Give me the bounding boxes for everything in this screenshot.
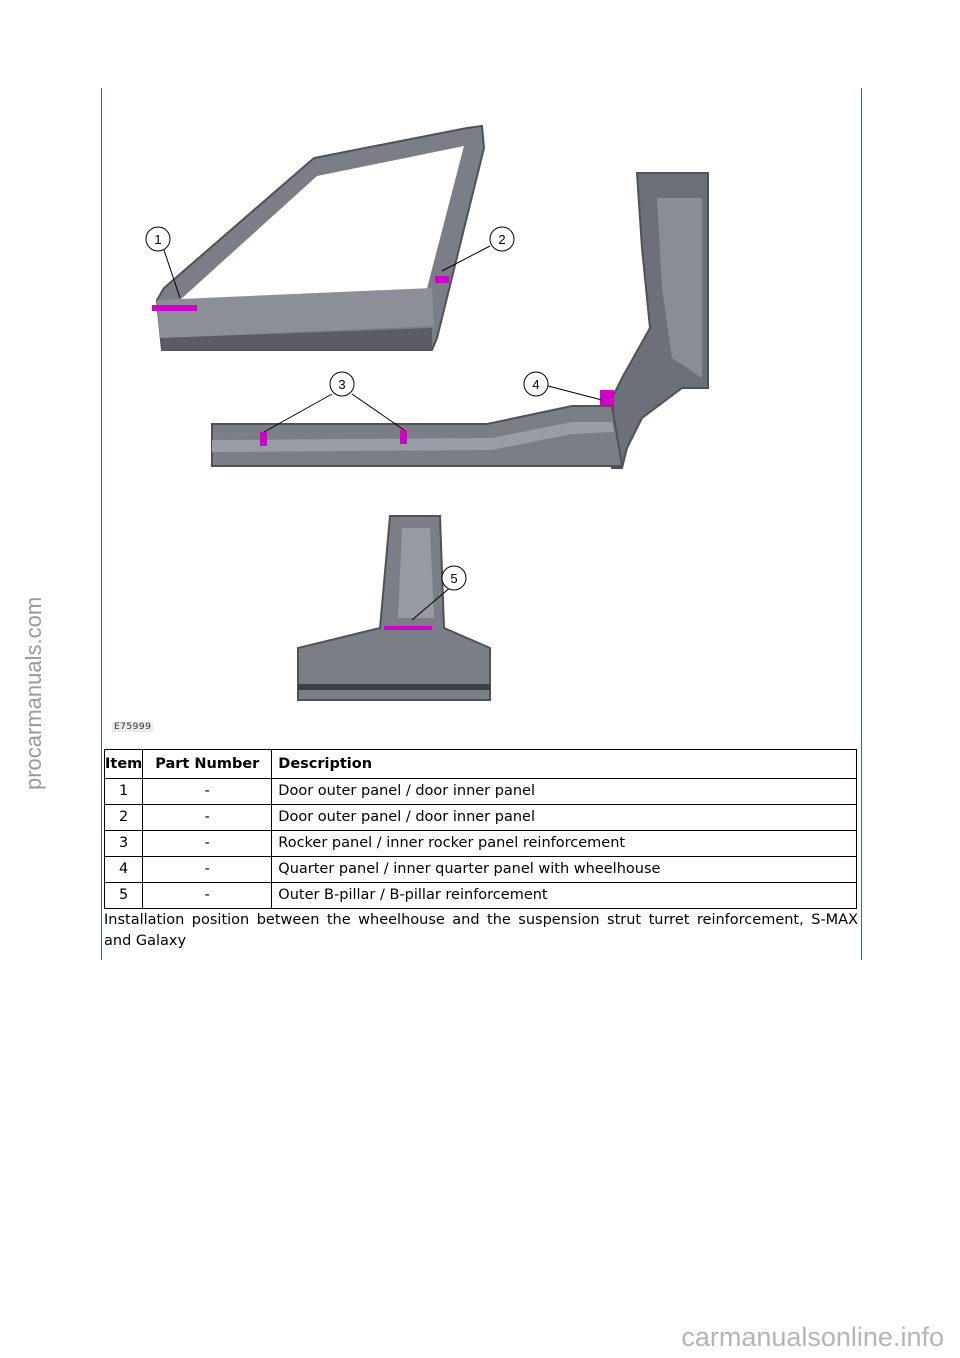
cell-item: 2: [103, 804, 144, 831]
leader-lines: [163, 245, 603, 621]
svg-text:5: 5: [450, 571, 457, 586]
cell-item: 1: [103, 778, 144, 805]
cell-description: Door outer panel / door inner panel: [271, 778, 857, 805]
cell-part-number: -: [142, 830, 273, 857]
weld-mark-3b: [400, 430, 407, 444]
header-description: Description: [271, 749, 857, 779]
table-row: 5 - Outer B-pillar / B-pillar reinforcem…: [103, 882, 857, 909]
callout-1: 1: [145, 226, 171, 252]
cell-item: 4: [103, 856, 144, 883]
door-frame-panel: [152, 124, 486, 351]
section-caption: Installation position between the wheelh…: [104, 912, 858, 949]
svg-text:2: 2: [498, 232, 505, 247]
cell-item: 5: [103, 882, 144, 909]
body-panel-illustration: 1 2 3 4 5: [145, 124, 709, 701]
weld-mark-3a: [260, 432, 267, 446]
header-part-number: Part Number: [142, 749, 273, 779]
cell-part-number: -: [142, 778, 273, 805]
figure-id-label: E75999: [112, 722, 154, 732]
table-row: 3 - Rocker panel / inner rocker panel re…: [103, 830, 857, 857]
callout-2: 2: [489, 226, 515, 252]
b-pillar-panel: [297, 515, 491, 701]
table-header-row: Item Part Number Description: [103, 749, 857, 779]
weld-mark-2: [435, 276, 449, 283]
quarter-panel: [600, 172, 709, 469]
header-item: Item: [103, 749, 144, 779]
callout-5: 5: [441, 565, 467, 591]
cell-description: Door outer panel / door inner panel: [271, 804, 857, 831]
callout-4: 4: [523, 371, 549, 397]
cell-description: Outer B-pillar / B-pillar reinforcement: [271, 882, 857, 909]
svg-text:4: 4: [532, 377, 539, 392]
table-row: 1 - Door outer panel / door inner panel: [103, 778, 857, 805]
cell-part-number: -: [142, 882, 273, 909]
side-watermark: procarmanuals.com: [21, 596, 46, 790]
cell-part-number: -: [142, 856, 273, 883]
svg-text:1: 1: [154, 232, 161, 247]
weld-mark-5: [384, 626, 432, 630]
cell-description: Quarter panel / inner quarter panel with…: [271, 856, 857, 883]
bottom-watermark: carmanualsonline.info: [681, 1322, 944, 1352]
weld-mark-1: [152, 305, 197, 311]
cell-part-number: -: [142, 804, 273, 831]
cell-description: Rocker panel / inner rocker panel reinfo…: [271, 830, 857, 857]
cell-item: 3: [103, 830, 144, 857]
rocker-panel: [211, 405, 624, 467]
table-row: 4 - Quarter panel / inner quarter panel …: [103, 856, 857, 883]
parts-table: Item Part Number Description 1 - Door ou…: [103, 749, 857, 909]
table-row: 2 - Door outer panel / door inner panel: [103, 804, 857, 831]
content-frame: 1 2 3 4 5 E75999 Item Part Number Descri…: [101, 88, 862, 960]
callout-3: 3: [329, 371, 355, 397]
svg-text:3: 3: [338, 377, 345, 392]
